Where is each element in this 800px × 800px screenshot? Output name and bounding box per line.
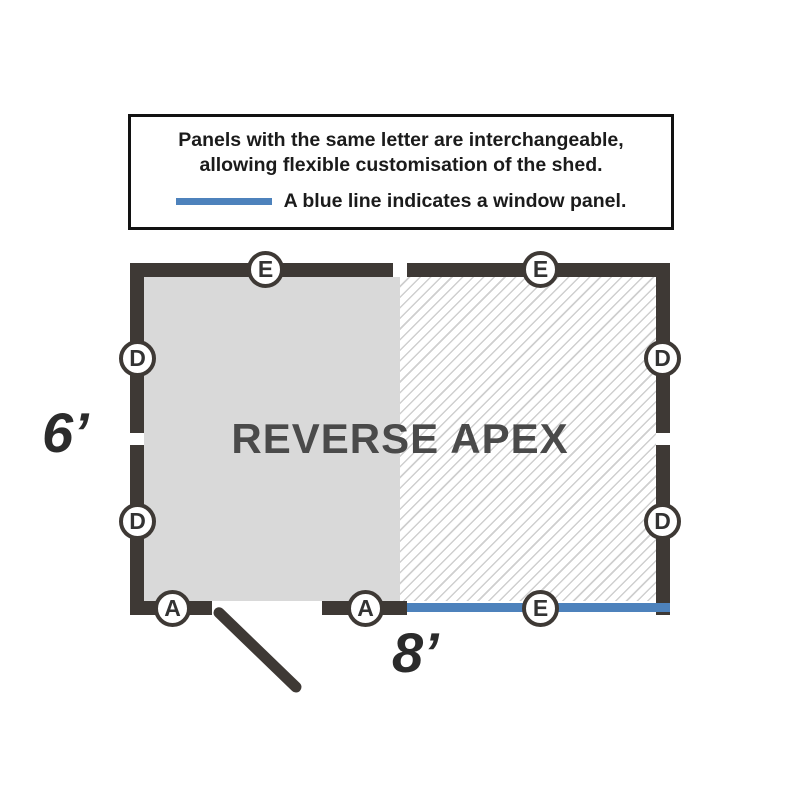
legend-window-note: A blue line indicates a window panel. [283, 189, 627, 212]
legend-line-2: allowing flexible customisation of the s… [199, 154, 603, 177]
panel-marker-d-right-upper: D [644, 340, 681, 377]
panel-marker-e-top-left: E [247, 251, 284, 288]
height-dimension-label: 6’ [42, 401, 89, 464]
panel-marker-a-bottom-left: A [154, 590, 191, 627]
door-swing-line [211, 604, 304, 695]
panel-marker-d-right-lower: D [644, 503, 681, 540]
legend-text: Panels with the same letter are intercha… [131, 128, 671, 179]
width-dimension-label: 8’ [392, 621, 439, 684]
plan-title: REVERSE APEX [231, 415, 569, 462]
panel-marker-d-left-upper: D [119, 340, 156, 377]
panel-marker-e-bottom-window: E [522, 590, 559, 627]
floor-plan: REVERSE APEX E E D D D D A A E [119, 251, 681, 695]
panel-marker-a-bottom-mid: A [347, 590, 384, 627]
hatched-area [400, 277, 656, 601]
shaded-area [144, 277, 400, 601]
legend-window-row: A blue line indicates a window panel. [131, 190, 671, 213]
panel-marker-e-top-right: E [522, 251, 559, 288]
legend-line-1: Panels with the same letter are intercha… [178, 129, 624, 151]
legend-box: Panels with the same letter are intercha… [128, 114, 674, 230]
window-line-icon [175, 197, 272, 205]
panel-marker-d-left-lower: D [119, 503, 156, 540]
